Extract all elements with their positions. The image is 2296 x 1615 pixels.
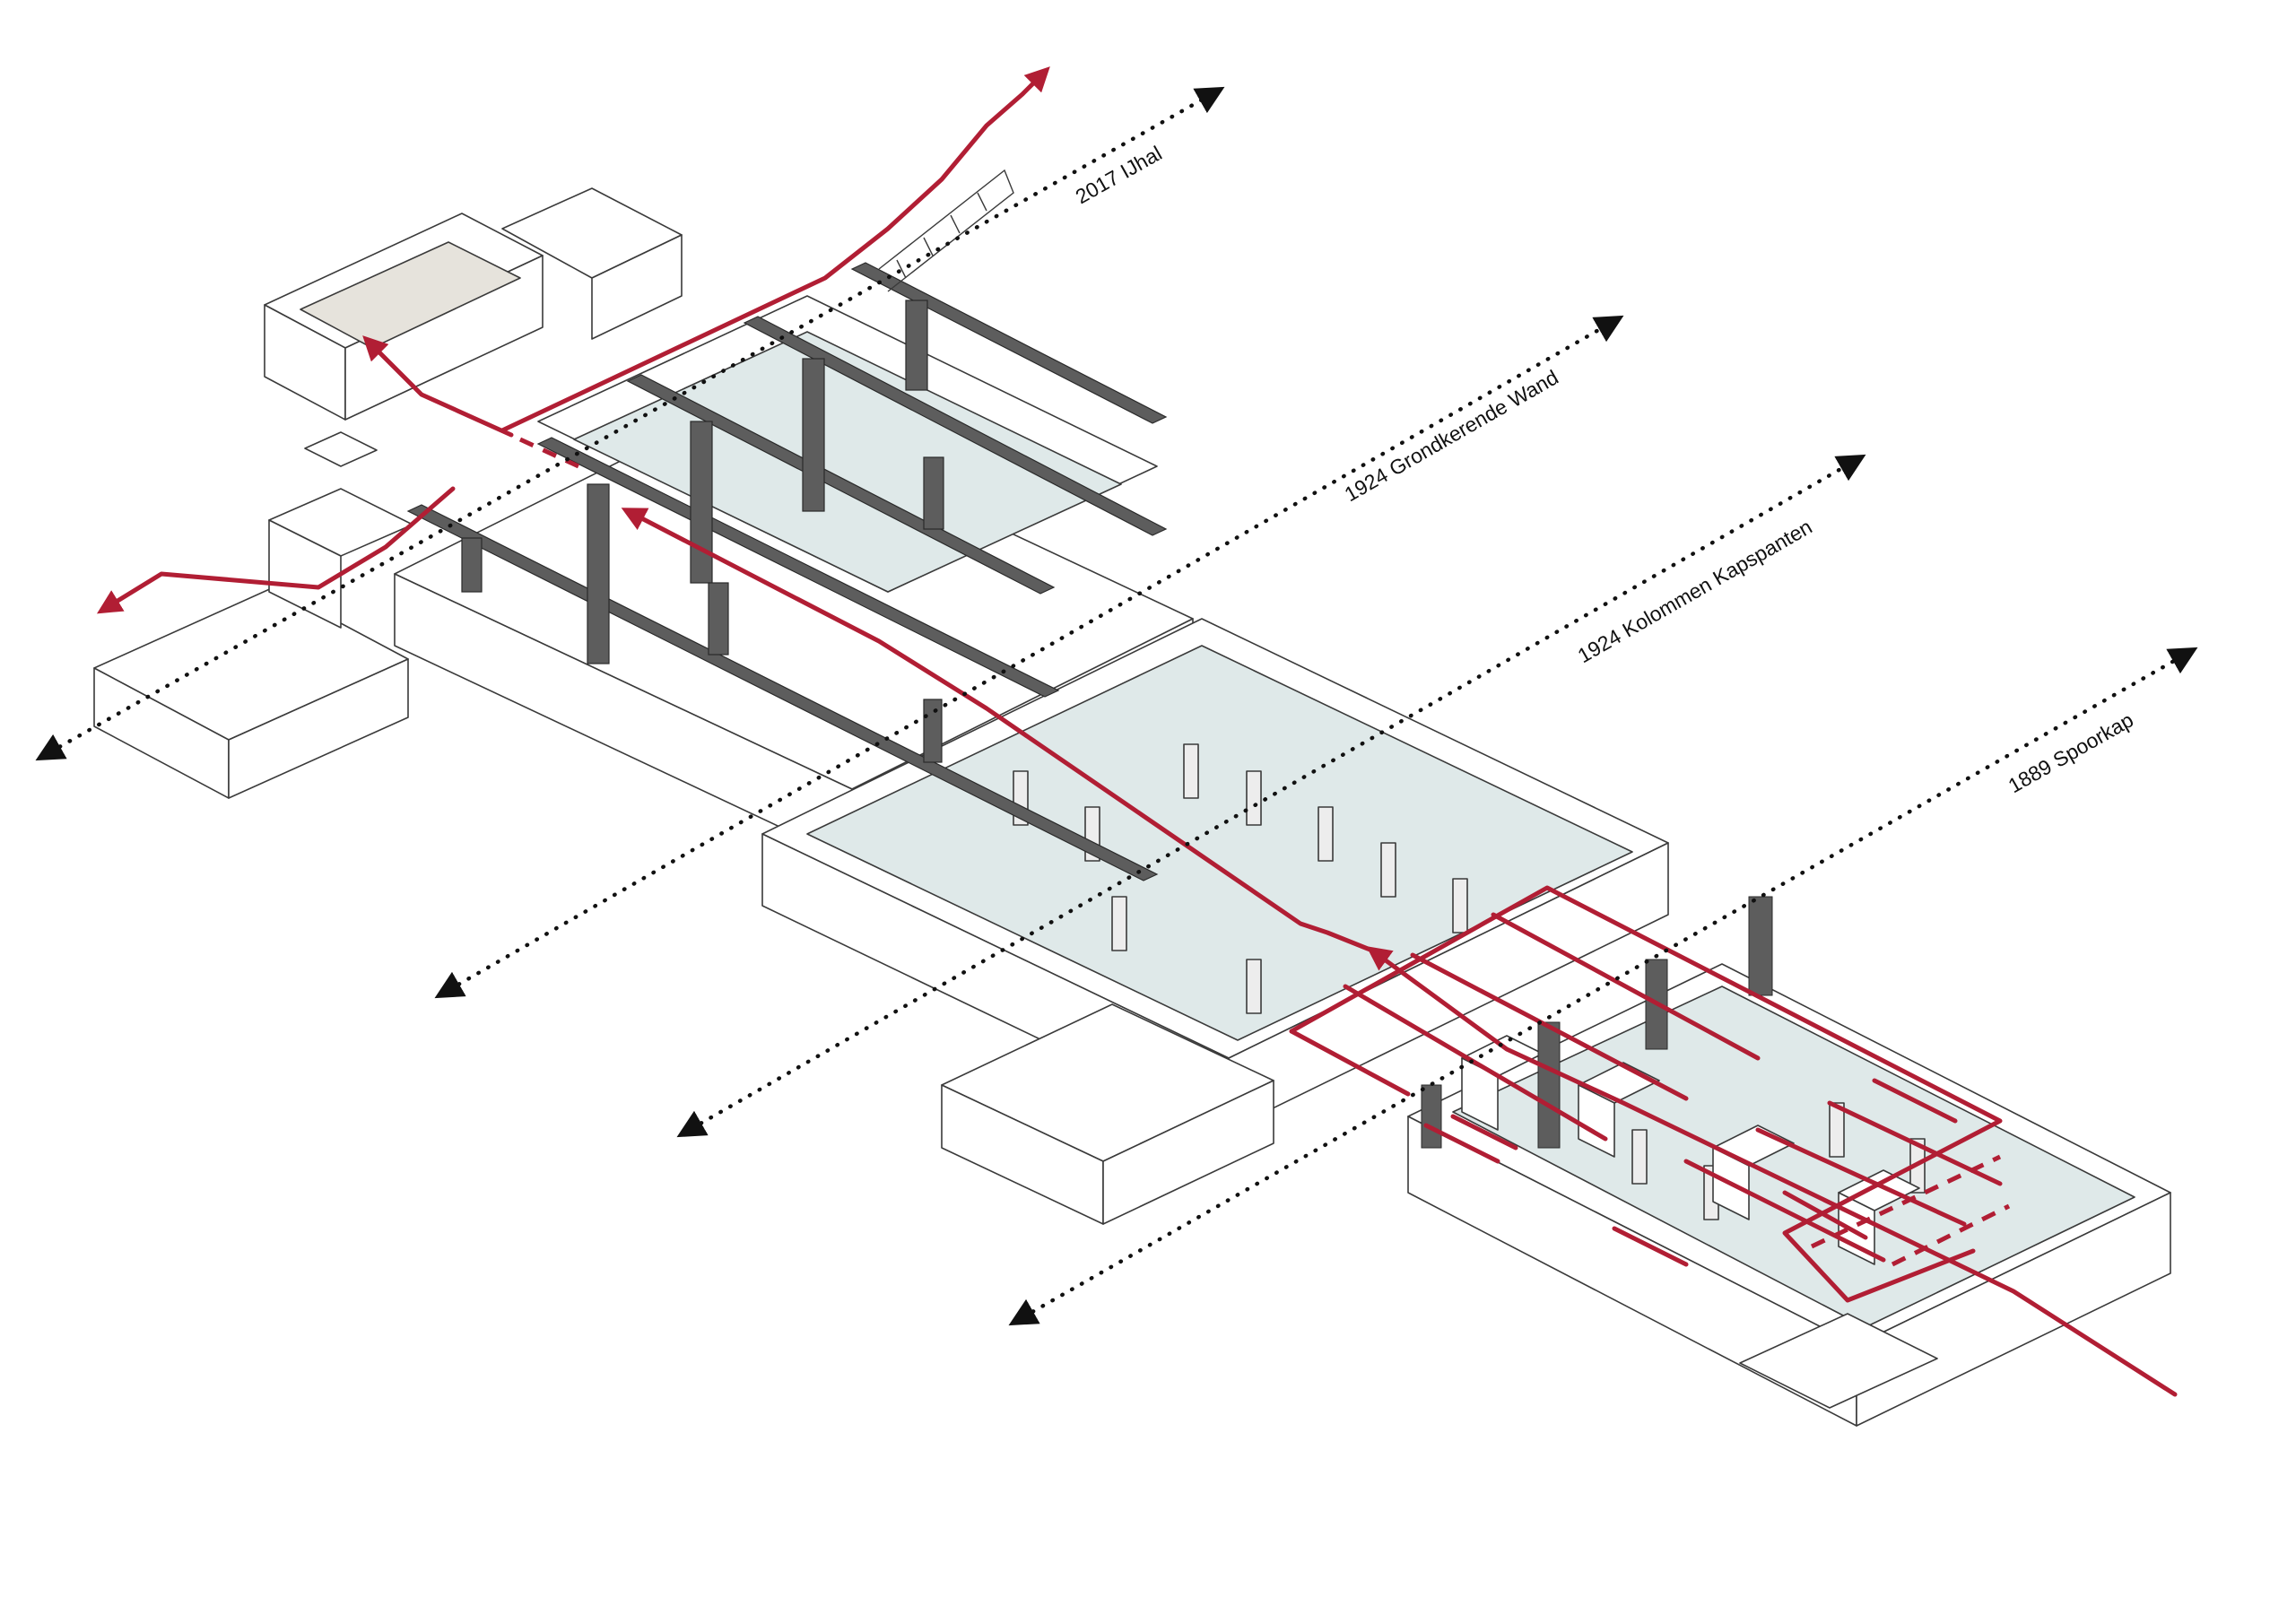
axis-1924-kolommen-line: [676, 454, 1866, 1138]
period-axes: [35, 86, 2198, 1326]
axis-1889-line: [1008, 647, 2198, 1326]
axis-2017-line: [35, 86, 1225, 761]
axis-1924-kolommen-label: 1924 Kolommen Kapspanten: [1574, 515, 1816, 667]
axis-2017-label: 2017 IJhal: [1072, 141, 1166, 208]
axis-1924-wand-label: 1924 Grondkerende Wand: [1341, 365, 1562, 506]
axis-1889-label: 1889 Spoorkap: [2005, 708, 2137, 797]
escalator-block: [93, 431, 413, 799]
axis-1924-wand-line: [434, 315, 1624, 999]
